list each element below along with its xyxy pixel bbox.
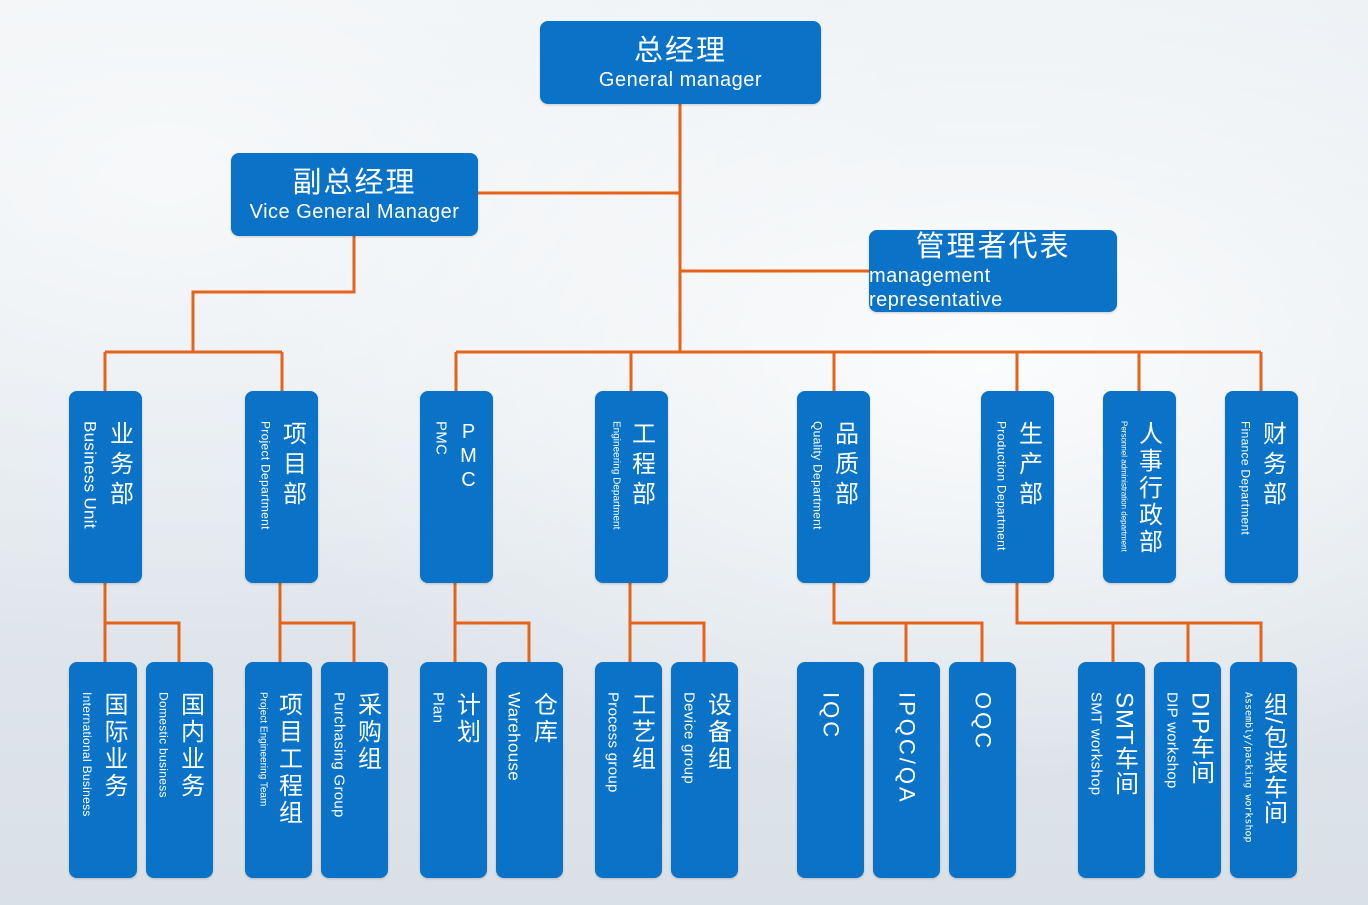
- team-oqc-label: OQC: [970, 692, 996, 752]
- dept-project: 项目部 Project Department: [245, 391, 318, 583]
- dept-pmc-en: PMC: [432, 421, 450, 456]
- team-dip-workshop: DIP车间 DIP workshop: [1154, 662, 1221, 878]
- team-iqc-label: IQC: [818, 692, 844, 741]
- team-device: 设备组 Device group: [671, 662, 738, 878]
- dept-engineering: 工程部 Engineering Department: [595, 391, 668, 583]
- dept-project-en: Project Department: [258, 421, 273, 530]
- team-process-en: Process group: [604, 692, 622, 793]
- dept-project-zh: 项目部: [278, 421, 306, 511]
- team-process: 工艺组 Process group: [595, 662, 662, 878]
- dept-pmc: PMC PMC: [420, 391, 493, 583]
- connector-vice-down: [191, 236, 356, 352]
- dept-business: 业务部 Business Unit: [69, 391, 142, 583]
- dept-business-zh: 业务部: [105, 421, 133, 511]
- connector-production-teams: [1015, 583, 1263, 662]
- team-domestic-business-zh: 国内业务: [176, 692, 204, 800]
- connector-pmc-teams: [453, 583, 531, 662]
- dept-hr-zh: 人事行政部: [1134, 421, 1162, 556]
- dept-production-en: Production Department: [994, 421, 1009, 551]
- dept-business-en: Business Unit: [80, 421, 100, 529]
- vice-general-manager-box: 副总经理 Vice General Manager: [231, 153, 478, 236]
- dept-engineering-zh: 工程部: [627, 421, 655, 511]
- team-warehouse-en: Warehouse: [504, 692, 524, 782]
- team-iqc: IQC: [797, 662, 864, 878]
- team-assembly-packing-workshop-zh: 组/包装车间: [1259, 692, 1287, 825]
- dept-production: 生产部 Production Department: [981, 391, 1054, 583]
- team-plan-zh: 计划: [452, 692, 480, 746]
- dept-finance-zh: 财务部: [1258, 421, 1286, 511]
- dept-quality: 品质部 Quality Department: [797, 391, 870, 583]
- general-manager-zh: 总经理: [633, 34, 727, 67]
- team-oqc: OQC: [949, 662, 1016, 878]
- team-ipqc-qa: IPQC/QA: [873, 662, 940, 878]
- team-assembly-packing-workshop: 组/包装车间 Assembly/packing workshop: [1230, 662, 1297, 878]
- team-plan: 计划 Plan: [420, 662, 487, 878]
- team-device-en: Device group: [680, 692, 698, 784]
- team-dip-workshop-zh: DIP车间: [1186, 692, 1214, 786]
- dept-hr-en: Personnel administration department: [1119, 421, 1129, 552]
- dept-finance-en: Finance Department: [1238, 421, 1253, 536]
- team-international-business: 国际业务 International Business: [69, 662, 137, 878]
- team-project-engineering: 项目工程组 Project Engineering Team: [245, 662, 312, 878]
- team-smt-workshop: SMT车间 SMT workshop: [1078, 662, 1145, 878]
- management-representative-box: 管理者代表 management representative: [869, 230, 1117, 312]
- management-representative-zh: 管理者代表: [915, 231, 1071, 263]
- team-warehouse-zh: 仓库: [529, 692, 557, 746]
- team-project-engineering-zh: 项目工程组: [274, 692, 302, 827]
- general-manager-box: 总经理 General manager: [540, 21, 821, 104]
- team-plan-en: Plan: [429, 692, 447, 724]
- general-manager-en: General manager: [598, 68, 763, 91]
- connector-project-teams: [278, 583, 356, 662]
- dept-production-zh: 生产部: [1014, 421, 1042, 511]
- team-project-engineering-en: Project Engineering Team: [257, 692, 269, 807]
- dept-pmc-zh: PMC: [457, 421, 480, 493]
- team-dip-workshop-en: DIP workshop: [1163, 692, 1181, 789]
- management-representative-en: management representative: [869, 265, 1003, 311]
- vice-general-manager-en: Vice General Manager: [249, 200, 460, 223]
- dept-finance: 财务部 Finance Department: [1225, 391, 1298, 583]
- team-domestic-business: 国内业务 Domestic business: [146, 662, 213, 878]
- team-warehouse: 仓库 Warehouse: [496, 662, 563, 878]
- dept-quality-zh: 品质部: [830, 421, 858, 511]
- team-purchasing-zh: 采购组: [353, 692, 381, 773]
- team-purchasing-en: Purchasing Group: [330, 692, 348, 818]
- team-assembly-packing-workshop-en: Assembly/packing workshop: [1242, 692, 1254, 843]
- vice-general-manager-zh: 副总经理: [292, 166, 417, 199]
- team-process-zh: 工艺组: [627, 692, 655, 773]
- team-purchasing: 采购组 Purchasing Group: [321, 662, 388, 878]
- team-domestic-business-en: Domestic business: [156, 692, 171, 798]
- team-device-zh: 设备组: [703, 692, 731, 773]
- connector-engineering-teams: [628, 583, 706, 662]
- connector-quality-teams: [832, 583, 984, 662]
- dept-engineering-en: Engineering Department: [610, 421, 622, 530]
- team-international-business-zh: 国际业务: [100, 692, 127, 800]
- team-smt-workshop-zh: SMT车间: [1110, 692, 1138, 796]
- dept-hr: 人事行政部 Personnel administration departmen…: [1103, 391, 1176, 583]
- team-smt-workshop-en: SMT workshop: [1087, 692, 1105, 796]
- team-ipqc-qa-label: IPQC/QA: [894, 692, 920, 805]
- connector-business-teams: [103, 583, 181, 662]
- team-international-business-en: International Business: [80, 692, 94, 817]
- dept-quality-en: Quality Department: [810, 421, 825, 530]
